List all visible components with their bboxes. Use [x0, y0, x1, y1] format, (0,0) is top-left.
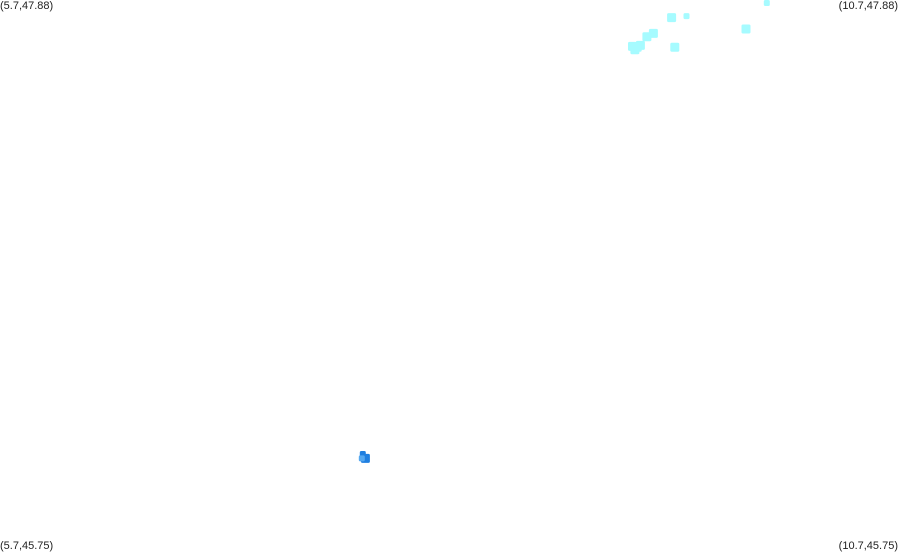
map-point-10 [630, 45, 640, 55]
map-point-14 [358, 455, 365, 462]
map-point-2 [683, 13, 690, 20]
map-point-1 [763, 0, 770, 6]
map-point-11 [670, 42, 680, 52]
map-point-6 [642, 32, 652, 42]
corner-label-top-left: (5.7,47.88) [0, 0, 54, 12]
corner-label-bottom-right: (10.7,45.75) [838, 540, 898, 552]
points-layer [358, 0, 770, 463]
corner-label-bottom-left: (5.7,45.75) [0, 540, 54, 552]
map-point-4 [741, 24, 751, 34]
map-point-3 [667, 13, 677, 23]
corner-label-top-right: (10.7,47.88) [838, 0, 898, 12]
